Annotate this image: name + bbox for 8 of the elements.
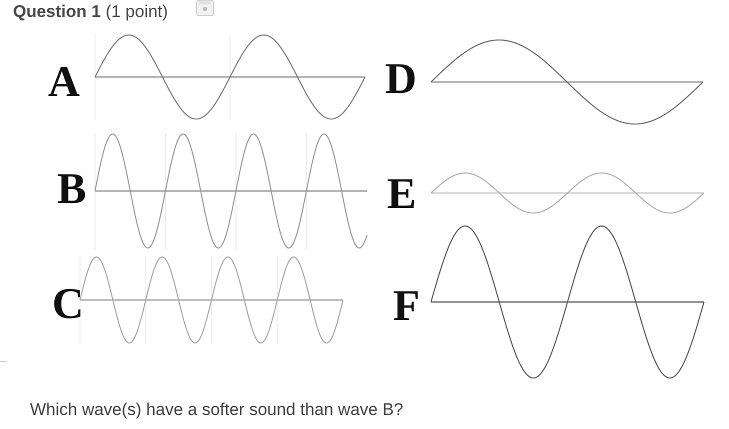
wave-label: E [387,172,416,216]
wave-label: A [48,60,80,104]
wave-label: B [57,167,86,211]
wave-label: F [393,284,420,328]
wave-label: C [52,282,84,326]
wave-label: D [385,57,417,101]
question-text: Which wave(s) have a softer sound than wave B? [30,400,404,420]
question-title: Question 1 (1 point) [13,2,168,22]
